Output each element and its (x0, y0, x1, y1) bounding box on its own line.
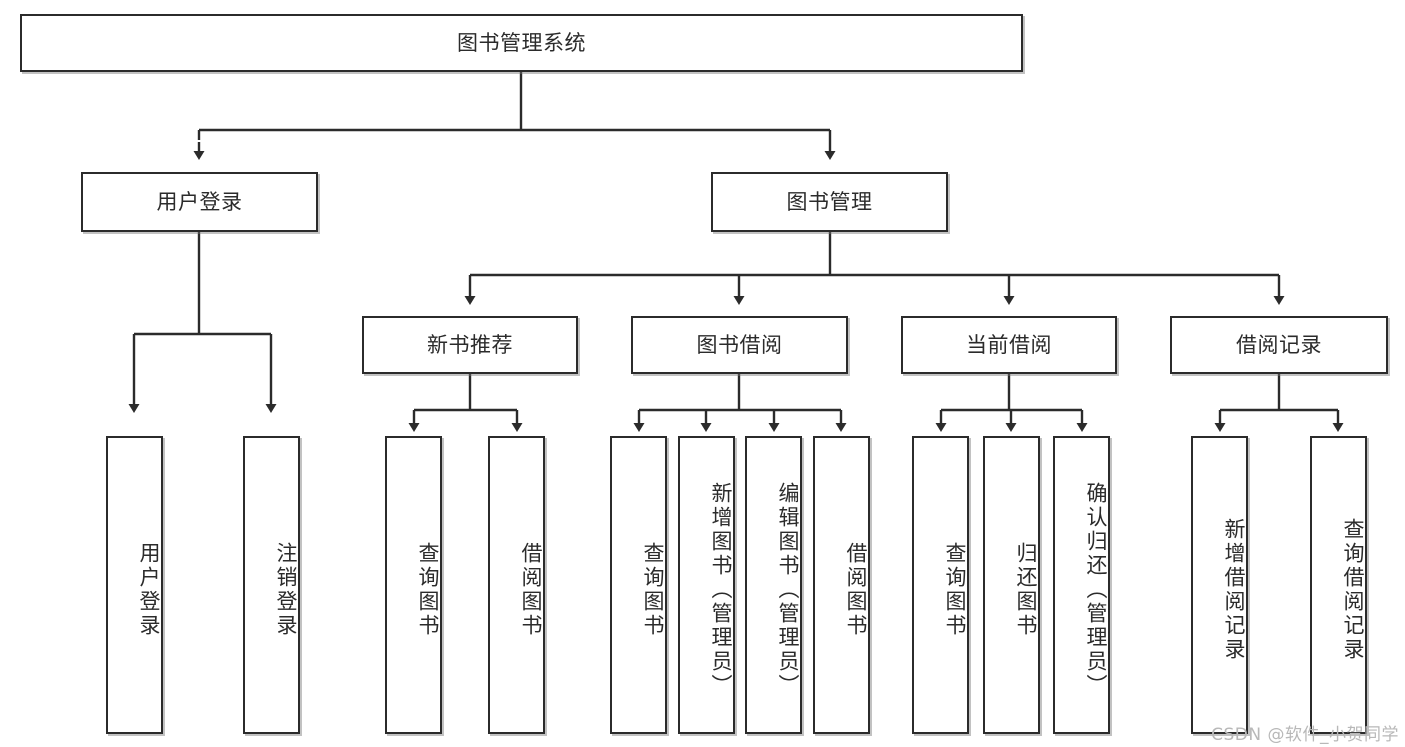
node-leaf-confirm-return[interactable]: 确认归还（管理员） (1053, 436, 1110, 734)
node-book-borrow[interactable]: 图书借阅 (631, 316, 848, 374)
node-borrow-record-label: 借阅记录 (1236, 332, 1322, 357)
node-root-label: 图书管理系统 (457, 30, 586, 55)
node-book-manage[interactable]: 图书管理 (711, 172, 948, 232)
node-leaf-return-book-label: 归还图书 (1014, 542, 1038, 638)
node-leaf-borrow-book-new[interactable]: 借阅图书 (488, 436, 545, 734)
watermark: CSDN @软件_小贺同学 (1211, 725, 1399, 745)
node-leaf-query-record[interactable]: 查询借阅记录 (1310, 436, 1367, 734)
node-leaf-query-book-new[interactable]: 查询图书 (385, 436, 442, 734)
node-leaf-query-book-current[interactable]: 查询图书 (912, 436, 969, 734)
node-user-login[interactable]: 用户登录 (81, 172, 318, 232)
node-leaf-edit-book[interactable]: 编辑图书（管理员） (745, 436, 802, 734)
node-new-book-recommend-label: 新书推荐 (427, 332, 513, 357)
node-leaf-query-record-label: 查询借阅记录 (1341, 518, 1365, 662)
node-current-borrow[interactable]: 当前借阅 (901, 316, 1117, 374)
node-leaf-user-login-label: 用户登录 (137, 542, 161, 638)
node-root[interactable]: 图书管理系统 (20, 14, 1023, 72)
node-leaf-logout-label: 注销登录 (274, 542, 298, 638)
node-leaf-add-book[interactable]: 新增图书（管理员） (678, 436, 735, 734)
node-new-book-recommend[interactable]: 新书推荐 (362, 316, 578, 374)
node-leaf-query-book-current-label: 查询图书 (943, 542, 967, 638)
node-borrow-record[interactable]: 借阅记录 (1170, 316, 1388, 374)
node-leaf-borrow-book[interactable]: 借阅图书 (813, 436, 870, 734)
node-leaf-borrow-book-new-label: 借阅图书 (519, 542, 543, 638)
node-leaf-query-book-borrow[interactable]: 查询图书 (610, 436, 667, 734)
node-leaf-add-record[interactable]: 新增借阅记录 (1191, 436, 1248, 734)
node-leaf-confirm-return-label: 确认归还（管理员） (1084, 482, 1108, 698)
node-leaf-add-record-label: 新增借阅记录 (1222, 518, 1246, 662)
node-book-borrow-label: 图书借阅 (696, 332, 783, 357)
node-leaf-edit-book-label: 编辑图书（管理员） (776, 482, 800, 698)
node-leaf-query-book-borrow-label: 查询图书 (641, 542, 665, 638)
node-leaf-add-book-label: 新增图书（管理员） (709, 482, 733, 698)
node-leaf-logout[interactable]: 注销登录 (243, 436, 300, 734)
node-book-manage-label: 图书管理 (786, 189, 873, 214)
node-leaf-query-book-new-label: 查询图书 (416, 542, 440, 638)
node-leaf-borrow-book-label: 借阅图书 (844, 542, 868, 638)
node-current-borrow-label: 当前借阅 (966, 332, 1052, 357)
node-leaf-user-login[interactable]: 用户登录 (106, 436, 163, 734)
node-user-login-label: 用户登录 (156, 189, 243, 214)
node-leaf-return-book[interactable]: 归还图书 (983, 436, 1040, 734)
